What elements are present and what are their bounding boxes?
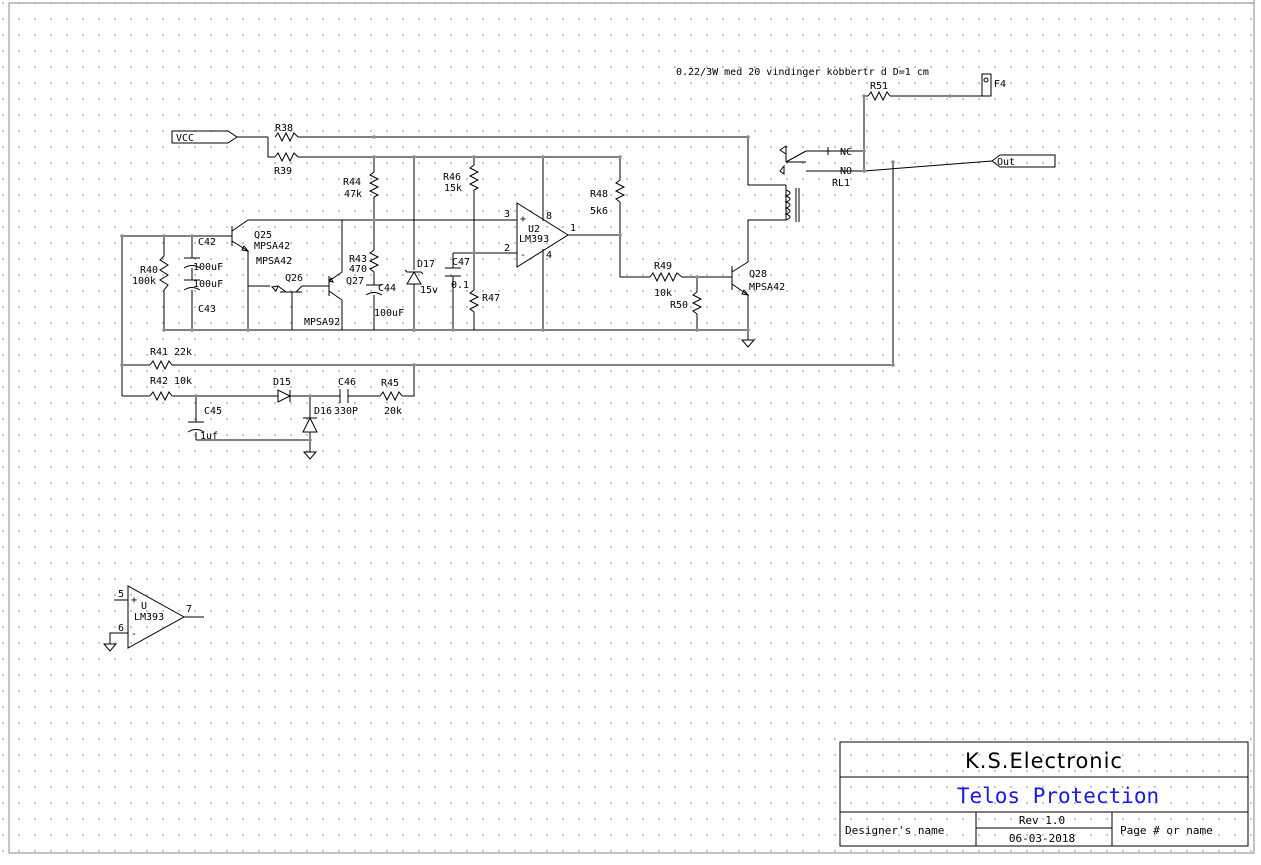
r49-value: 10k [654,288,672,299]
u-pin-out: 7 [186,604,192,615]
r47-label: R47 [482,293,500,304]
u-part: LM393 [134,612,164,623]
project-title: Telos Protection [957,784,1159,808]
u2-pin-gnd: 4 [546,250,552,261]
c43-value: 100uF [193,279,223,290]
r46-value: 15k [444,183,462,194]
d17-value: 15v [420,285,438,296]
title-block: K.S.Electronic Telos Protection Designer… [839,741,1249,847]
svg-text:-: - [520,250,526,261]
svg-text:+: + [520,214,526,225]
q27-label: Q27 [346,276,364,287]
net-label-vcc: VCC [171,130,238,144]
svg-text:+: + [131,595,137,606]
q27-value: MPSA92 [304,317,340,328]
svg-text:-: - [131,629,137,640]
c47-value: 0.1 [451,280,469,291]
r38-label: R38 [275,123,293,134]
q28-label: Q28 [749,269,767,280]
company-name: K.S.Electronic [965,749,1123,773]
connector-f4: F4 [981,73,1006,97]
r42-label: R42 [150,376,168,387]
r48-value: 5k6 [590,206,608,217]
d16-label: D16 [314,406,332,417]
vcc-text: VCC [176,133,194,144]
u2-pin-out: 1 [570,223,576,234]
component-labels: R38 R39 R40 100k R41 22k R42 10k R43 470… [118,81,888,634]
page-name: Page # or name [1120,824,1213,837]
q25-label: Q25 [254,230,272,241]
transistor-symbols [231,219,750,301]
r44-value: 47k [344,189,362,200]
c46-label: C46 [338,377,356,388]
junctions [120,94,952,442]
r44-label: R44 [343,177,361,188]
r45-value: 20k [384,406,402,417]
r49-label: R49 [654,261,672,272]
r41-value: 22k [174,347,192,358]
relay-label: RL1 [832,178,850,189]
c47-label: C47 [452,257,470,268]
relay-nc: NC [840,147,852,158]
c45-value: 1uf [200,431,218,442]
r39-label: R39 [274,166,292,177]
revision: Rev 1.0 [1019,814,1065,827]
u-pin-plus: 5 [118,589,124,600]
net-label-out: Out [991,154,1056,168]
c43-label: C43 [198,304,216,315]
u2-pin-plus: 3 [504,209,510,220]
r48-label: R48 [590,189,608,200]
q25-value-2: MPSA42 [256,256,292,267]
r40-label: R40 [140,265,158,276]
out-text: Out [997,157,1015,168]
relay-rl1 [779,145,829,222]
r40-value: 100k [132,276,156,287]
r51-label: R51 [870,81,888,92]
r43-value: 470 [349,264,367,275]
r42-value: 10k [174,376,192,387]
q28-value: MPSA42 [749,282,785,293]
ground-symbols [102,339,756,652]
u2-pin-minus: 2 [504,243,510,254]
designer-name: Designer's name [845,824,944,837]
relay-no: NO [840,166,852,177]
coil-note: 0.22/3W med 20 vindinger kobbertr d D=1 … [676,67,929,78]
date: 06-03-2018 [1009,832,1075,845]
q25-value: MPSA42 [254,241,290,252]
c42-label: C42 [198,237,216,248]
capacitor-symbols [183,257,461,440]
u2-part: LM393 [519,234,549,245]
r50-label: R50 [670,300,688,311]
u2-pin-vcc: 8 [546,211,552,222]
resistor-symbols [149,90,891,402]
f4-text: F4 [994,79,1006,90]
u-label: U [141,601,147,612]
r45-label: R45 [381,378,399,389]
sheet-border [8,2,1255,854]
u-pin-minus: 6 [118,623,124,634]
r41-label: R41 [150,347,168,358]
opamp-u: +- [109,585,204,649]
u2-label: U2 [528,224,540,235]
d15-label: D15 [273,377,291,388]
c42-value: 100uF [193,262,223,273]
c44-value: 100uF [374,308,404,319]
d17-label: D17 [417,259,435,270]
c45-label: C45 [204,406,222,417]
c46-value: 330P [334,406,358,417]
opamp-u2: +- [500,202,569,268]
r43-label: R43 [349,254,367,265]
r46-label: R46 [443,172,461,183]
q26-label: Q26 [285,273,303,284]
diode-symbols [277,269,424,433]
c44-label: C44 [378,283,396,294]
